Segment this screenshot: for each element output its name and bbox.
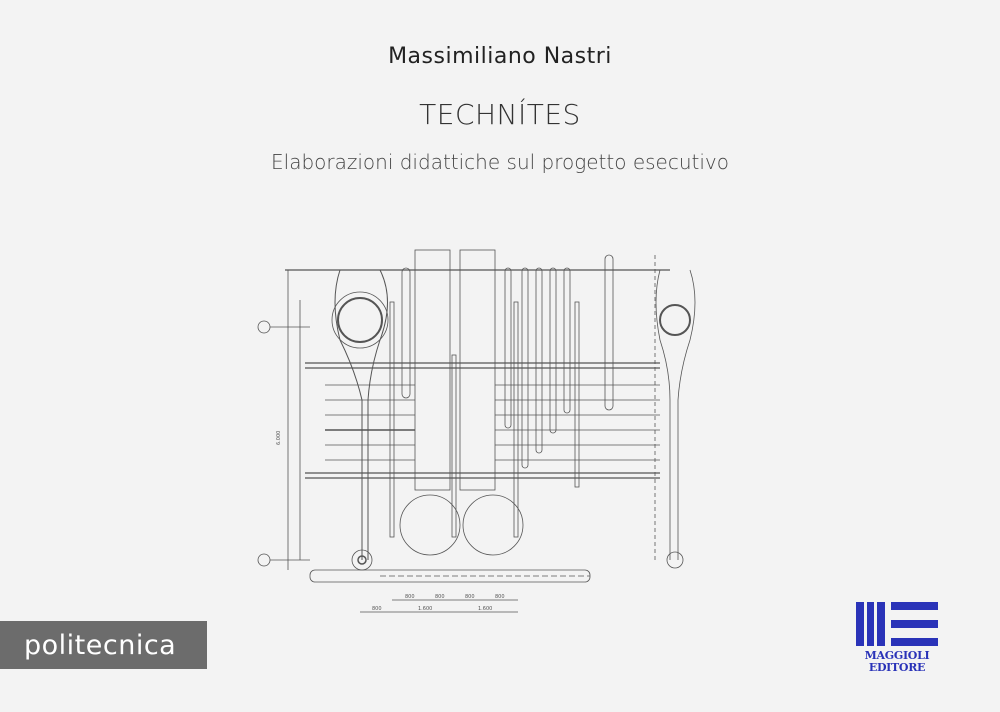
publisher-logo: MAGGIOLI EDITORE [856,602,938,674]
svg-text:800: 800 [435,594,445,600]
svg-text:1.600: 1.600 [418,606,432,612]
publisher-name-line2: EDITORE [868,661,926,674]
svg-text:800: 800 [495,594,505,600]
svg-text:800: 800 [405,594,415,600]
publisher-logo-icon [856,602,938,646]
publisher-name-line1: MAGGIOLI [864,649,930,662]
book-title: TECHNÍTES [419,98,581,131]
series-label-bar: politecnica [0,621,207,669]
book-subtitle: Elaborazioni didattiche sul progetto ese… [271,150,729,174]
author-name: Massimiliano Nastri [388,44,612,69]
series-label: politecnica [24,629,177,661]
svg-text:800: 800 [372,606,382,612]
technical-drawing: 6.000 800 800 800 800 800 1.600 [257,249,696,613]
svg-text:6.000: 6.000 [276,431,282,445]
svg-text:800: 800 [465,594,475,600]
svg-text:1.600: 1.600 [478,606,492,612]
